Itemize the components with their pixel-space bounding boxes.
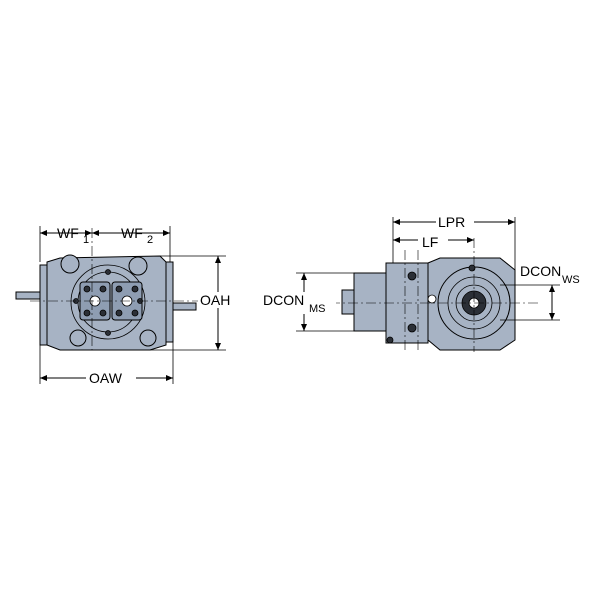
front-view [15, 228, 200, 351]
bottom-boss-right [139, 329, 157, 347]
fitting-mid [427, 294, 437, 304]
dcon-ws-dimension: DCON WS [500, 263, 580, 321]
dcon-ms-dimension: DCON MS [262, 272, 354, 332]
oaw-dimension: OAW [39, 342, 174, 386]
oah-dimension: OAH [150, 255, 240, 351]
top-boss-right [128, 256, 148, 276]
side-spindle-stub [341, 289, 355, 315]
dcon-ms-label: DCON [263, 292, 304, 308]
wf1-label: WF [57, 225, 79, 241]
fitting-block-bottom [386, 336, 394, 344]
fitting-top [407, 271, 417, 281]
dcon-ws-subscript: WS [562, 274, 580, 286]
oah-label-bg [198, 292, 240, 308]
lf-label-bg [418, 232, 448, 248]
bottom-boss-left [69, 329, 87, 347]
oaw-label: OAW [89, 370, 123, 386]
oaw-label-bg [86, 370, 136, 386]
dcon-ms-subscript: MS [309, 303, 326, 315]
wf-dimension: WF 1 WF 2 [39, 225, 171, 262]
side-block [353, 272, 391, 332]
lf-dimension: LF [393, 232, 474, 250]
dcon-ms-label-bg [262, 292, 336, 314]
wf1-subscript: 1 [83, 234, 89, 246]
wf2-label: WF [121, 225, 143, 241]
lpr-dimension: LPR [392, 213, 516, 270]
lpr-label-bg [436, 213, 474, 229]
dcon-ws-label: DCON [520, 263, 561, 279]
lf-label: LF [422, 234, 438, 250]
wf2-subscript: 2 [147, 234, 153, 246]
oah-label: OAH [200, 292, 230, 308]
top-boss-left [60, 254, 80, 274]
fitting-bottom [407, 323, 417, 333]
lpr-label: LPR [438, 214, 465, 230]
fitting-head-top [468, 264, 476, 272]
side-view [330, 238, 540, 352]
right-shaft [169, 302, 197, 311]
face-ring [70, 264, 146, 340]
right-flange [165, 261, 174, 343]
left-flange [39, 264, 48, 346]
